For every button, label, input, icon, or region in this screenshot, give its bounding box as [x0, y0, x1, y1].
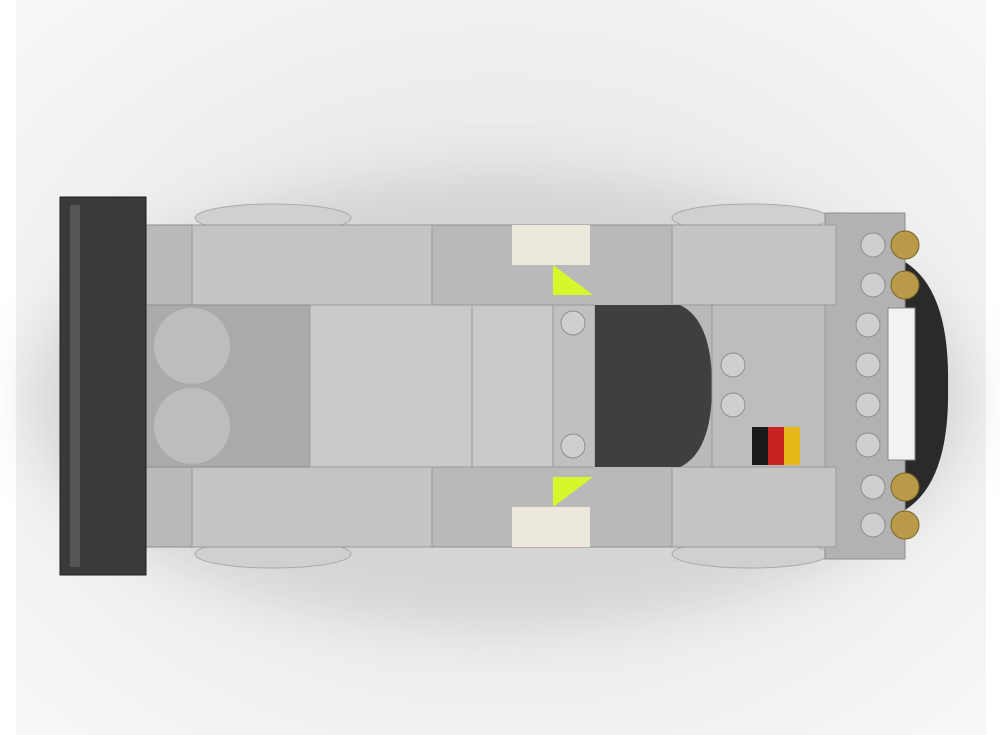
headlight: [890, 230, 920, 260]
lime-wedge-bottom: [553, 477, 593, 507]
lime-wedge-top: [553, 265, 593, 295]
windshield: [595, 305, 712, 467]
stud: [560, 310, 586, 336]
front-bumper: [905, 262, 949, 510]
headlight: [890, 472, 920, 502]
stud: [720, 352, 746, 378]
stud: [560, 433, 586, 459]
front-right-fender: [671, 466, 837, 548]
stripe-bottom: [512, 507, 590, 547]
flag-stripe-black: [752, 427, 768, 465]
front-left-fender: [671, 224, 837, 306]
flag-stripe-gold: [784, 427, 800, 465]
front-studs: [855, 232, 886, 538]
stripe-top: [512, 225, 590, 265]
headlight: [890, 510, 920, 540]
grille: [887, 307, 916, 461]
rear-curve-1: [154, 308, 230, 384]
rear-curve-2: [154, 388, 230, 464]
rear-right-fender: [191, 466, 433, 548]
headlight: [890, 270, 920, 300]
rear-left-fender: [191, 224, 433, 306]
center-hood: [309, 304, 596, 468]
spoiler-highlight: [70, 205, 80, 567]
flag-stripe-red: [768, 427, 784, 465]
stud: [720, 392, 746, 418]
